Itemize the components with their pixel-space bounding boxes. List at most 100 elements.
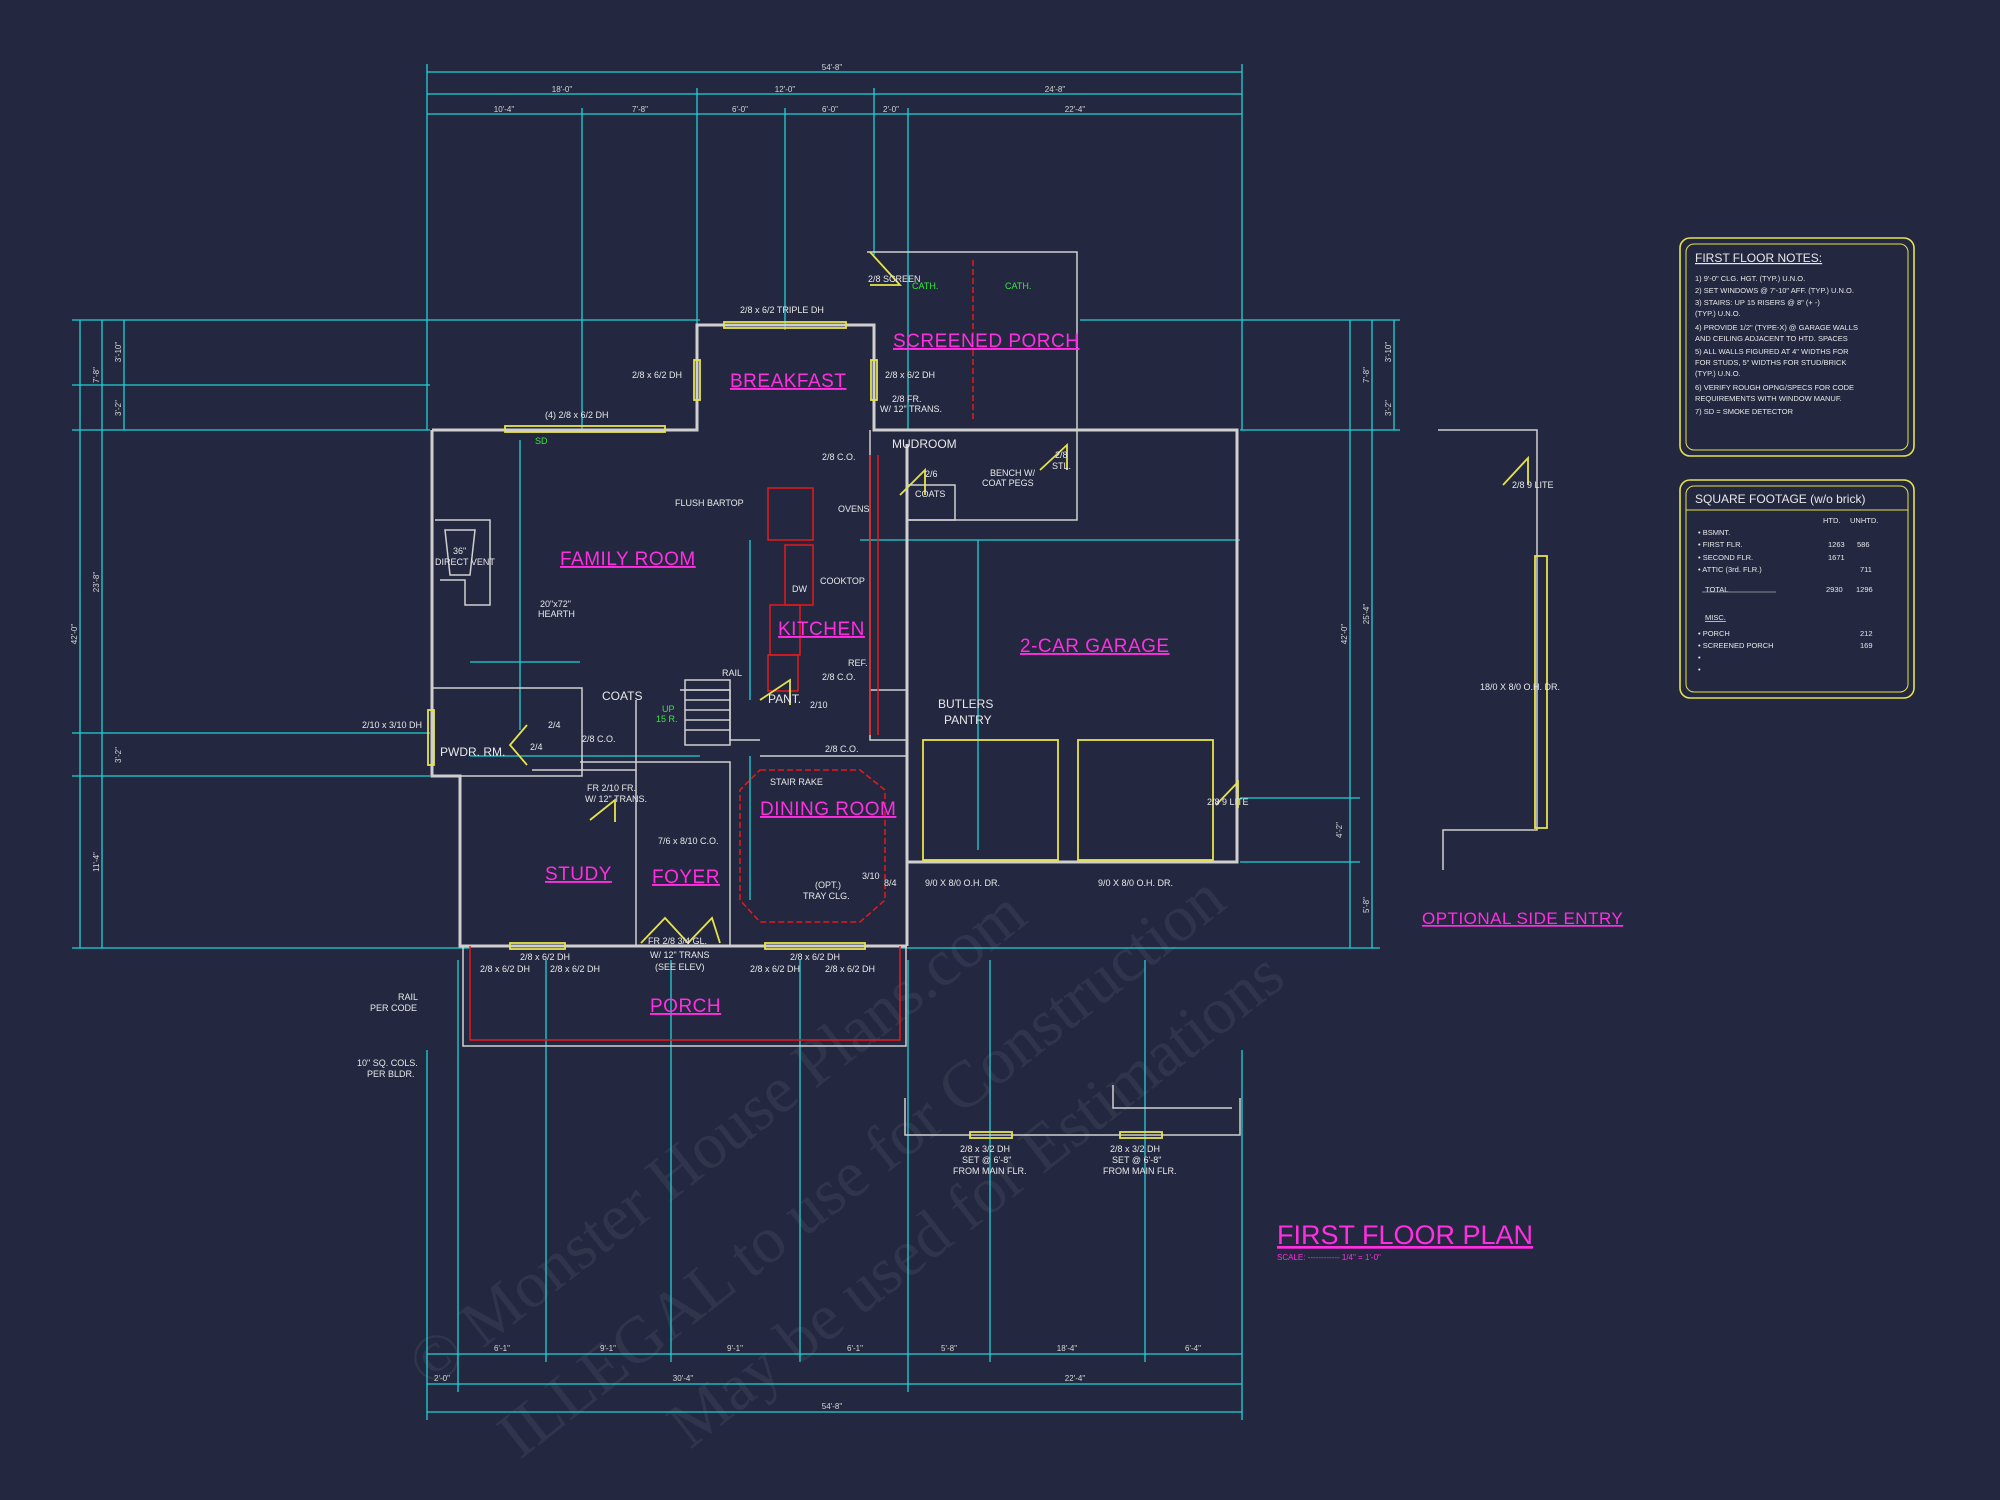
dim-right-a: 7'-8" (1362, 367, 1371, 383)
dimension-lines: 54'-8" 18'-0" 12'-0" 24'-8" 10'-4" 7'-8"… (70, 63, 1400, 1420)
label-bench-b: COAT PEGS (982, 478, 1034, 488)
label-trey-a: (OPT.) (815, 880, 841, 890)
label-fr-front-c: (SEE ELEV) (655, 962, 705, 972)
dim-right-c: 3'-2" (1384, 400, 1393, 416)
notes-line-9: (TYP.) U.N.O. (1695, 369, 1741, 378)
sqft-misc-label: • (1698, 653, 1701, 662)
room-family: FAMILY ROOM (560, 549, 696, 570)
label-fr-front-b: W/ 12" TRANS (650, 950, 710, 960)
label-screen: 2/8 SCREEN (868, 274, 921, 284)
sqft-row-total: TOTAL 2930 1296 (1705, 585, 1873, 594)
notes-line-8: FOR STUDS, 5" WIDTHS FOR STUD/BRICK (1695, 358, 1846, 367)
label-win-dining-a: 2/8 x 6/2 DH (790, 952, 840, 962)
label-lite: 2/8 9 LITE (1207, 797, 1249, 807)
sqft-total-unhtd: 1296 (1856, 585, 1873, 594)
sqft-col-unhtd: UNHTD. (1850, 516, 1878, 525)
sqft-misc-label: • SCREENED PORCH (1698, 641, 1774, 650)
dim-top2-a: 10'-4" (494, 105, 515, 114)
notes-line-4: (TYP.) U.N.O. (1695, 309, 1741, 318)
sqft-row-label: • BSMNT. (1698, 528, 1730, 537)
dim-top-c: 24'-8" (1045, 85, 1066, 94)
dim-top-b: 12'-0" (775, 85, 796, 94)
watermark-line-3: May be used for Estimations (654, 937, 1297, 1462)
dim-left-a: 7'-8" (92, 367, 101, 383)
dim-top2-f: 22'-4" (1065, 105, 1086, 114)
label-ref: REF. (848, 658, 868, 668)
room-labels: BREAKFAST SCREENED PORCH FAMILY ROOM KIT… (440, 331, 1169, 1017)
label-triple-dh: 2/8 x 6/2 TRIPLE DH (740, 305, 824, 315)
dim-left-overall: 42'-0" (70, 624, 79, 645)
label-win-dining-c: 2/8 x 6/2 DH (825, 964, 875, 974)
label-cols-b: PER BLDR. (367, 1069, 415, 1079)
label-cols-a: 10" SQ. COLS. (357, 1058, 418, 1068)
dim-top-overall: 54'-8" (822, 63, 843, 72)
label-lite-side: 2/8 9 LITE (1512, 480, 1554, 490)
sqft-misc-val: 169 (1860, 641, 1873, 650)
dim-bot-f: 18'-4" (1057, 1344, 1078, 1353)
room-mudroom: MUDROOM (892, 437, 957, 451)
room-study: STUDY (545, 864, 612, 885)
label-cath-2: CATH. (1005, 281, 1031, 291)
room-porch: PORCH (650, 996, 721, 1017)
label-dw: DW (792, 584, 807, 594)
room-pant: PANT. (768, 692, 801, 706)
sqft-total-htd: 2930 (1826, 585, 1843, 594)
square-footage-table: SQUARE FOOTAGE (w/o brick) HTD. UNHTD. •… (1679, 479, 1915, 699)
dim-right-d: 25'-4" (1362, 604, 1371, 625)
label-d210: 2/10 (810, 700, 828, 710)
label-win-lower-f: FROM MAIN FLR. (1103, 1166, 1177, 1176)
dim-bot-g: 6'-4" (1185, 1344, 1201, 1353)
room-coats: COATS (602, 689, 642, 703)
dim-bot2-c: 22'-4" (1065, 1374, 1086, 1383)
sqft-row-label: • ATTIC (3rd. FLR.) (1698, 565, 1762, 574)
sqft-total-label: TOTAL (1705, 585, 1728, 594)
dim-top2-c: 6'-0" (732, 105, 748, 114)
label-cath-1: CATH. (912, 281, 938, 291)
dim-bot2-a: 2'-0" (434, 1374, 450, 1383)
label-ohd-1: 9/0 X 8/0 O.H. DR. (925, 878, 1000, 888)
dim-right-overall: 42'-0" (1340, 624, 1349, 645)
label-stl-a: 2/8 (1055, 450, 1068, 460)
plan-title: FIRST FLOOR PLAN (1277, 1220, 1533, 1250)
label-co-kitchen: 2/8 C.O. (822, 672, 856, 682)
notes-title: FIRST FLOOR NOTES: (1695, 251, 1822, 265)
room-foyer: FOYER (652, 867, 720, 888)
notes-line-5: 4) PROVIDE 1/2" (TYPE-X) @ GARAGE WALLS (1695, 323, 1858, 332)
label-hearth-b: HEARTH (538, 609, 575, 619)
sqft-row-label: • SECOND FLR. (1698, 553, 1753, 562)
sqft-row: • BSMNT. (1698, 528, 1730, 537)
label-win-lower-c: FROM MAIN FLR. (953, 1166, 1027, 1176)
label-d84: 8/4 (884, 878, 897, 888)
dim-right-f: 5'-8" (1362, 897, 1371, 913)
label-fr-study-b: W/ 12" TRANS. (585, 794, 647, 804)
sqft-row: • FIRST FLR. 1263 586 (1698, 540, 1870, 549)
dim-right-b: 3'-10" (1384, 342, 1393, 363)
notes-line-3: 3) STAIRS: UP 15 RISERS @ 8" (+ -) (1695, 298, 1820, 307)
label-ohd-2: 9/0 X 8/0 O.H. DR. (1098, 878, 1173, 888)
sqft-misc-label: • PORCH (1698, 629, 1730, 638)
label-fr-trans-a: 2/8 FR. (892, 394, 922, 404)
dim-left-e: 3'-2" (114, 747, 123, 763)
label-co-foyer: 7/6 x 8/10 C.O. (658, 836, 719, 846)
label-win-study-c: 2/8 x 6/2 DH (550, 964, 600, 974)
label-trey-b: TRAY CLG. (803, 891, 850, 901)
label-win-lower-a: 2/8 x 3/2 DH (960, 1144, 1010, 1154)
sqft-misc-val: 212 (1860, 629, 1873, 638)
label-door-26: 2/6 (925, 469, 938, 479)
dim-bot-d: 6'-1" (847, 1344, 863, 1353)
sqft-row-label: • FIRST FLR. (1698, 540, 1743, 549)
room-screened-porch: SCREENED PORCH (893, 331, 1079, 352)
room-breakfast: BREAKFAST (730, 371, 846, 392)
label-up-a: UP (662, 704, 675, 714)
label-cooktop: COOKTOP (820, 576, 865, 586)
label-fr-trans-b: W/ 12" TRANS. (880, 404, 942, 414)
notes-line-6: AND CEILING ADJACENT TO HTD. SPACES (1695, 334, 1848, 343)
dim-bot-overall: 54'-8" (822, 1402, 843, 1411)
sqft-row-htd: 1671 (1828, 553, 1845, 562)
room-pwdr: PWDR. RM. (440, 745, 505, 759)
notes-line-2: 2) SET WINDOWS @ 7'-10" AFF. (TYP.) U.N.… (1695, 286, 1854, 295)
label-fr-front-a: FR 2/8 3/4 GL. (648, 936, 707, 946)
walls (427, 251, 1548, 1139)
dim-left-b: 3'-10" (114, 342, 123, 363)
